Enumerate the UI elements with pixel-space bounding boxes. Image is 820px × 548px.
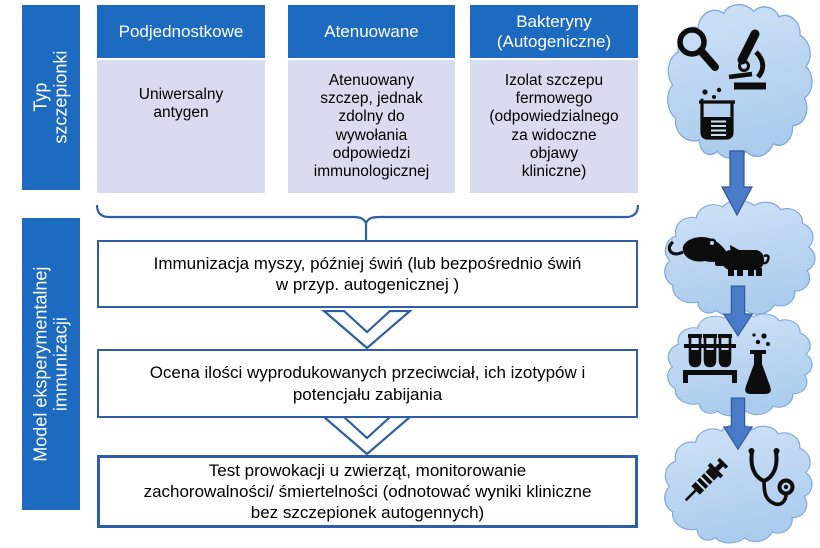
down-chevron-arrow-2 <box>321 416 413 456</box>
brace-connector <box>95 204 640 242</box>
test-tubes-icon <box>683 334 737 383</box>
beaker-icon <box>699 87 735 140</box>
column-header-bacterin: Bakteryny (Autogeniczne) <box>470 5 638 58</box>
process-step-challenge-test: Test prowokacji u zwierząt, monitorowani… <box>97 455 638 528</box>
column-body-bacterin: Izolat szczepu fermowego (odpowiedzialne… <box>470 60 638 193</box>
category-bar-vaccine-type-label: Typ szczepionki <box>30 50 72 145</box>
column-body-subunit: Uniwersalny antygen <box>97 60 265 193</box>
down-chevron-arrow-1 <box>321 310 413 350</box>
category-bar-vaccine-type: Typ szczepionki <box>22 5 80 190</box>
column-body-attenuated: Atenuowany szczep, jednak zdolny do wywo… <box>288 60 455 193</box>
category-bar-immunization-model: Model eksperymentalnej immunizacji <box>22 218 80 510</box>
process-step-immunization: Immunizacja myszy, później świń (lub bez… <box>97 240 638 308</box>
pig-icon <box>715 245 770 276</box>
column-header-subunit: Podjednostkowe <box>97 5 265 58</box>
flask-icon <box>745 333 771 394</box>
microscope-icon <box>728 29 766 90</box>
process-step-antibody-evaluation: Ocena ilości wyprodukowanych przeciwciał… <box>97 349 638 418</box>
syringe-icon <box>684 457 729 502</box>
magnifier-icon <box>677 27 719 71</box>
column-header-attenuated: Atenuowane <box>288 5 455 58</box>
mouse-icon <box>667 237 729 262</box>
category-bar-immunization-model-label: Model eksperymentalnej immunizacji <box>30 266 72 462</box>
stethoscope-icon <box>748 448 795 507</box>
process-clouds <box>664 3 816 544</box>
